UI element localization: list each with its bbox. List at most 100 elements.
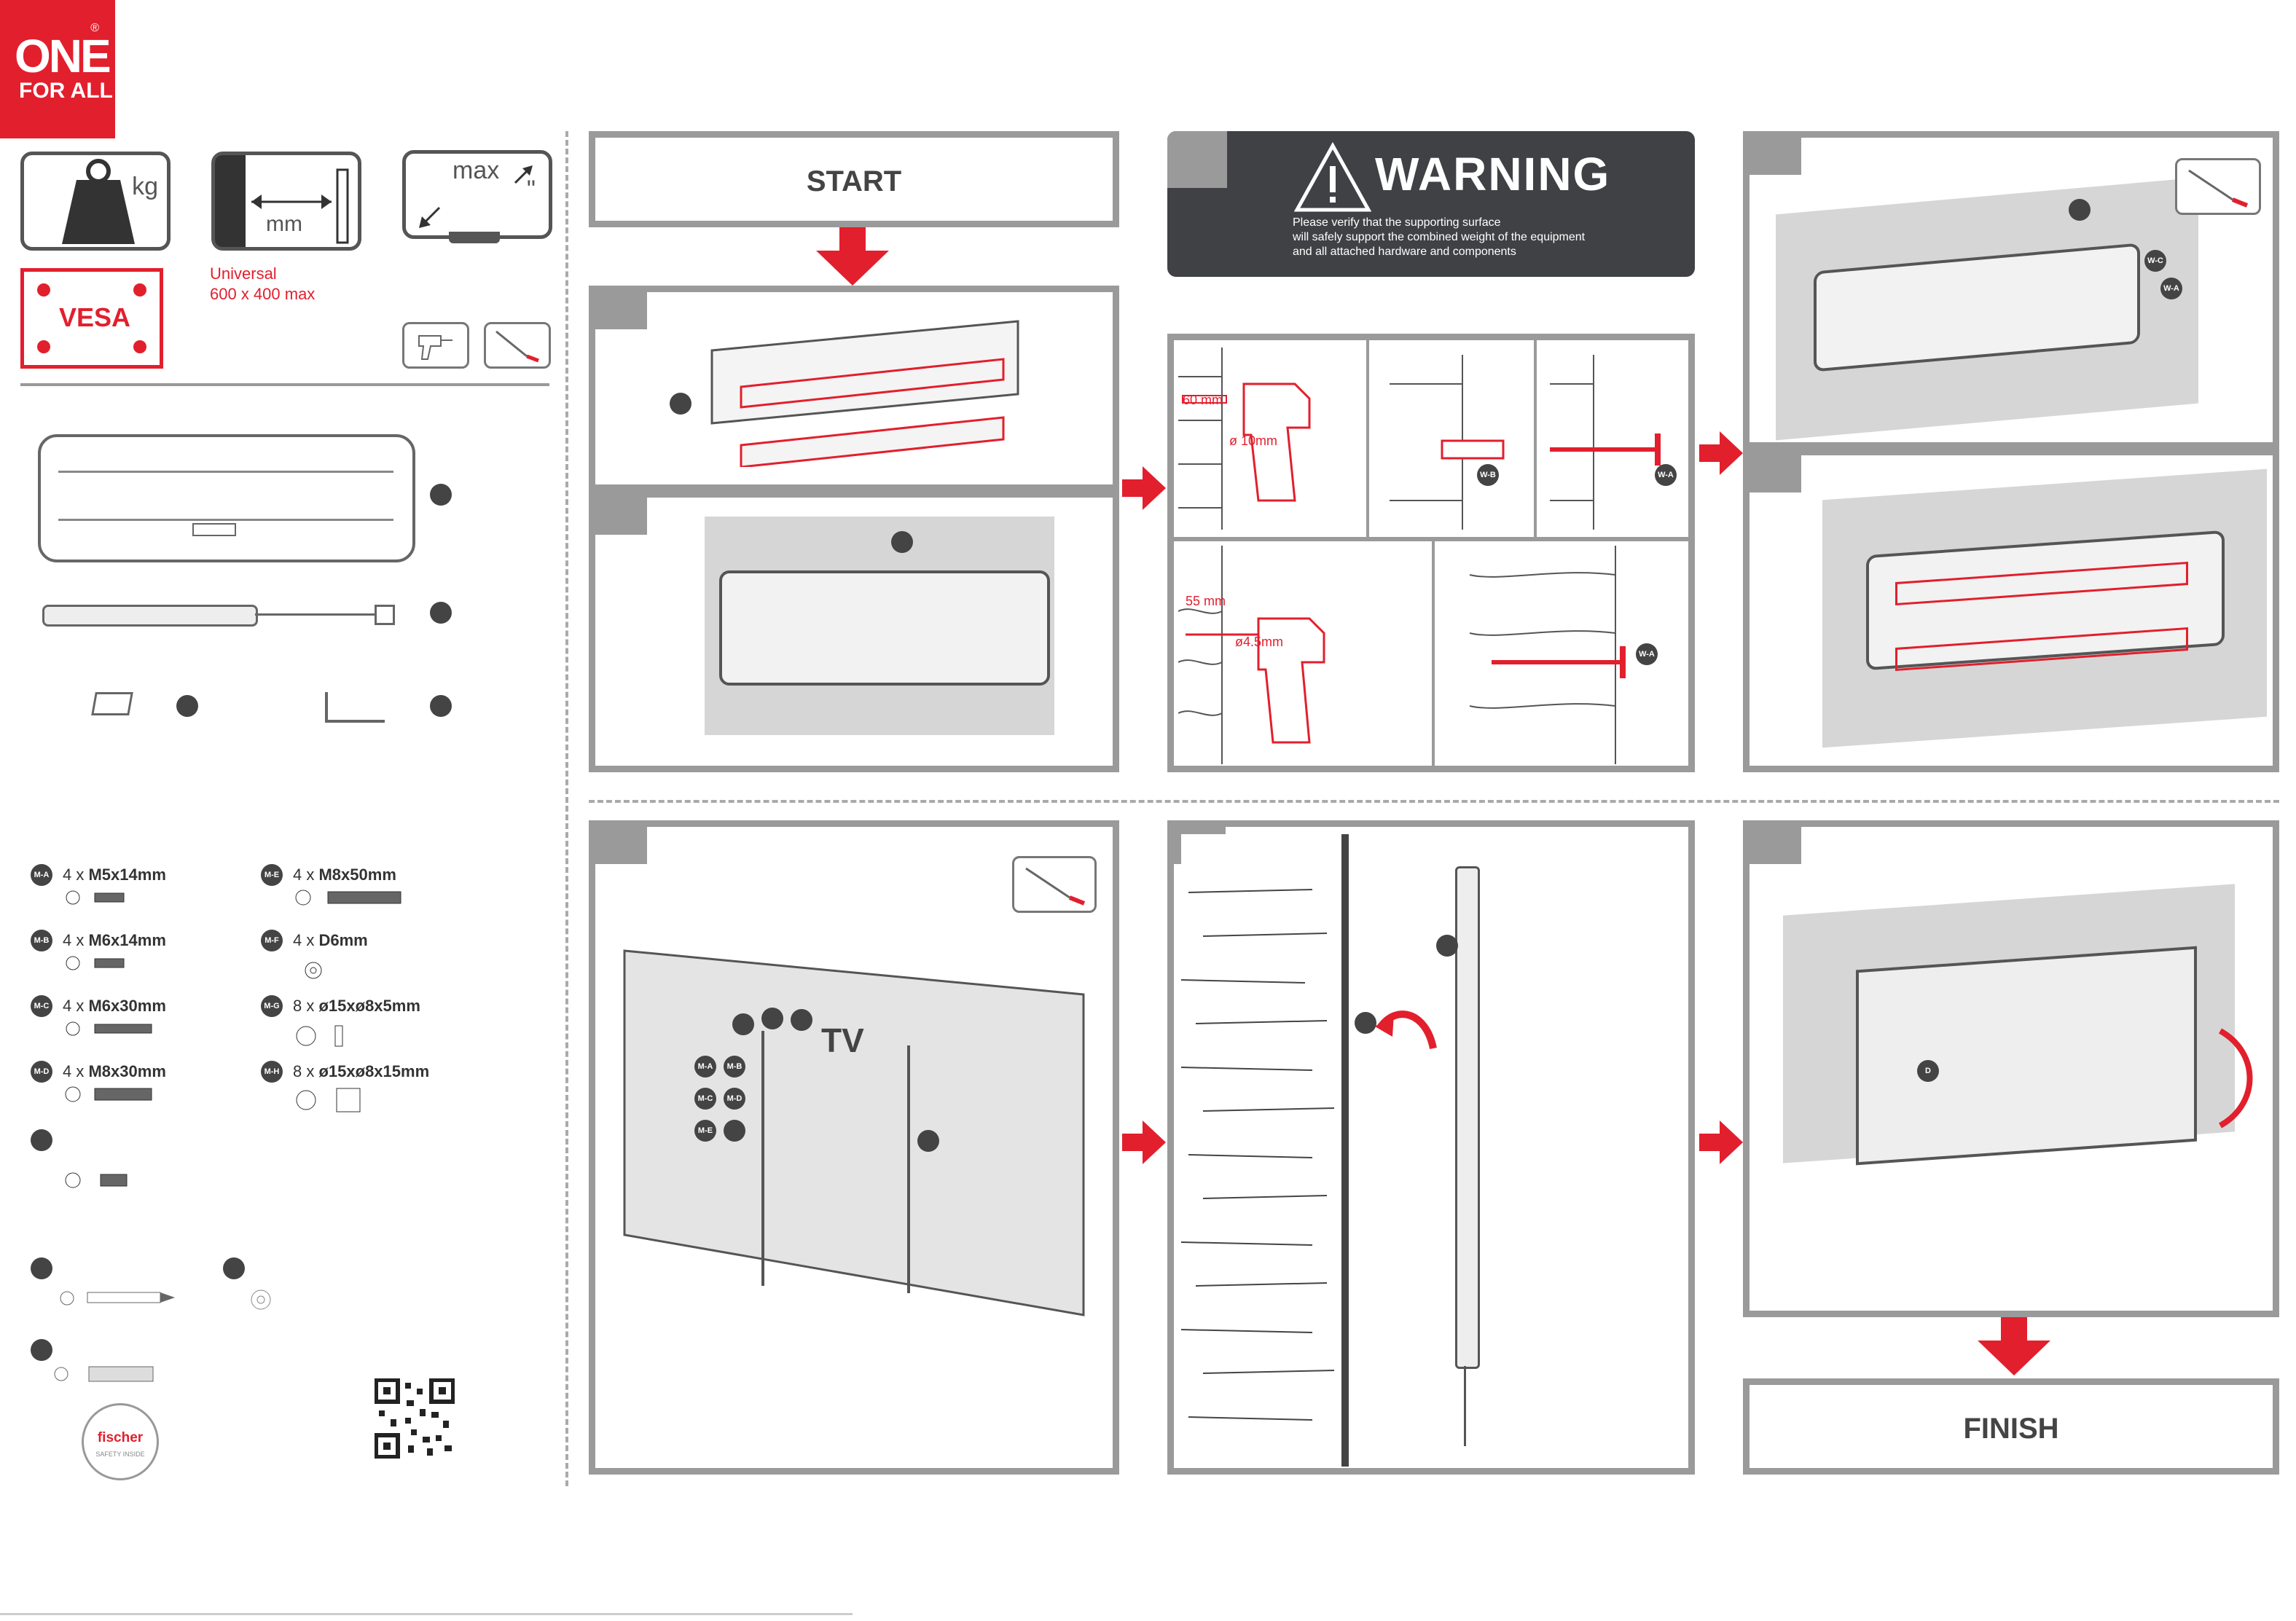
d-badge: D [1917,1060,1939,1082]
pull-cord [255,613,375,616]
next-arrow [1122,466,1166,510]
drill-tool-icon [402,322,469,369]
screwdriver-tool-icon [2175,158,2261,215]
weight-icon: kg [20,152,171,251]
pull-cord [1464,1366,1466,1446]
screw-badge: W-A [1655,464,1677,486]
step-panel-plate [589,286,1119,491]
hw-spec: 4 x M8x50mm [293,866,396,884]
step-panel-hang-tv [1167,820,1695,1475]
warning-line2: will safely support the combined weight … [1293,231,1586,243]
tv-badge: M-C [694,1088,716,1110]
pull-tag [375,605,395,625]
hex-key-part [325,692,328,723]
hw-qty: 4 x [63,866,85,884]
hw-qty: 8 x [293,1062,315,1080]
hw-size: M5x14mm [88,866,166,884]
fischer-brand: fischer [97,1430,144,1445]
fischer-ring: SAFETY INSIDE [95,1451,145,1458]
wall-section [1180,834,1349,1467]
hex-key-arm [325,720,385,723]
hw-spec: 8 x ø15xø8x15mm [293,1062,429,1081]
wood-depth-label: 55 mm [1186,594,1226,608]
step-tab [1743,449,1801,492]
part-a-marker [2069,199,2091,221]
one-for-all-logo: ONE ® FOR ALL [0,0,115,138]
finish-label: FINISH [1963,1413,2059,1445]
tv-side-profile [1455,866,1480,1369]
screw-badge: W-A [1636,643,1658,665]
tv-badge: M-B [724,1056,745,1078]
concrete-drill [1178,348,1311,530]
warning-line1: Please verify that the supporting surfac… [1293,216,1501,229]
hw-code: M-H [261,1061,283,1083]
hw-size: ø15xø8x15mm [318,1062,430,1080]
hw-qty: 4 x [63,931,85,949]
hw-code: M-C [31,995,52,1017]
part-marker [732,1013,754,1035]
next-arrow [1122,1120,1166,1164]
warning-line3: and all attached hardware and components [1293,246,1516,258]
wall-screw-marker [31,1257,52,1279]
hw-spec: 8 x ø15xø8x5mm [293,997,420,1016]
tilt-arrow [2218,1028,2253,1129]
warning-icon [1293,141,1372,212]
vesa-info: Universal 600 x 400 max [210,264,315,305]
hw-qty: 8 x [293,997,315,1015]
hw-code: M-B [31,930,52,951]
finish-banner: FINISH [1743,1378,2279,1475]
step-tab [1743,820,1801,864]
screw-badge: W-A [2160,278,2182,299]
screen-size-icon: max " [402,150,552,239]
step-tab [589,491,647,535]
hardware-screws [65,890,401,1188]
hw-qty: 4 x [63,997,85,1015]
start-label: START [806,165,902,197]
hw-size: D6mm [318,931,368,949]
hw-spec: 4 x D6mm [293,931,368,950]
wood-diameter-label: ø4.5mm [1235,635,1284,649]
column-divider [565,131,568,1486]
step-panel-covers [1743,449,2279,772]
wall-plate-part [38,434,415,562]
step-panel-tv-brackets: TV M-A M-B M-C M-D M-E [589,820,1119,1475]
hw-size: M8x30mm [88,1062,166,1080]
hw-size: M6x30mm [88,997,166,1015]
tv-badge: M-A [694,1056,716,1078]
next-arrow [1699,431,1743,475]
mounting-arm-part [42,605,258,627]
tv-back [623,949,1085,1316]
screen-inch-mark: " [526,176,536,203]
hw-size: M6x14mm [88,931,166,949]
part-d-marker [430,695,452,717]
concrete-diameter-label: ø 10mm [1229,433,1278,448]
wall-screw [60,1291,175,1306]
part-a-marker [430,484,452,506]
hw-size: M8x50mm [318,866,396,884]
step-tab [589,820,647,864]
curved-arrow [1375,1010,1437,1050]
part-b-marker [430,602,452,624]
vesa-label: VESA [59,302,131,332]
hw-qty: 4 x [63,1062,85,1080]
qr-code[interactable] [375,1378,455,1459]
warning-text: Please verify that the supporting surfac… [1293,216,1585,259]
part-c-marker [176,695,198,717]
wall-screw-insert [1550,355,1661,530]
next-arrow [1699,1120,1743,1164]
vesa-badge: VESA [20,268,163,369]
tv-badge: M-E [694,1120,716,1142]
hw-code: M-G [261,995,283,1017]
part-marker [1436,935,1458,957]
step-tab [1167,131,1227,188]
logo-reg: ® [90,22,99,34]
part-marker [791,1009,812,1031]
logo-line1: ONE [15,30,111,82]
hw-spec: 4 x M5x14mm [63,866,166,884]
bottom-rule [0,1613,853,1615]
wood-screw [1469,546,1626,764]
step-panel-drilling: 60 mm ø 10mm W-B W-A 55 mm ø4.5mm W-A [1167,334,1695,772]
wall-washer [251,1290,271,1310]
concrete-depth-label: 60 mm [1183,393,1223,407]
down-arrow [816,227,889,286]
